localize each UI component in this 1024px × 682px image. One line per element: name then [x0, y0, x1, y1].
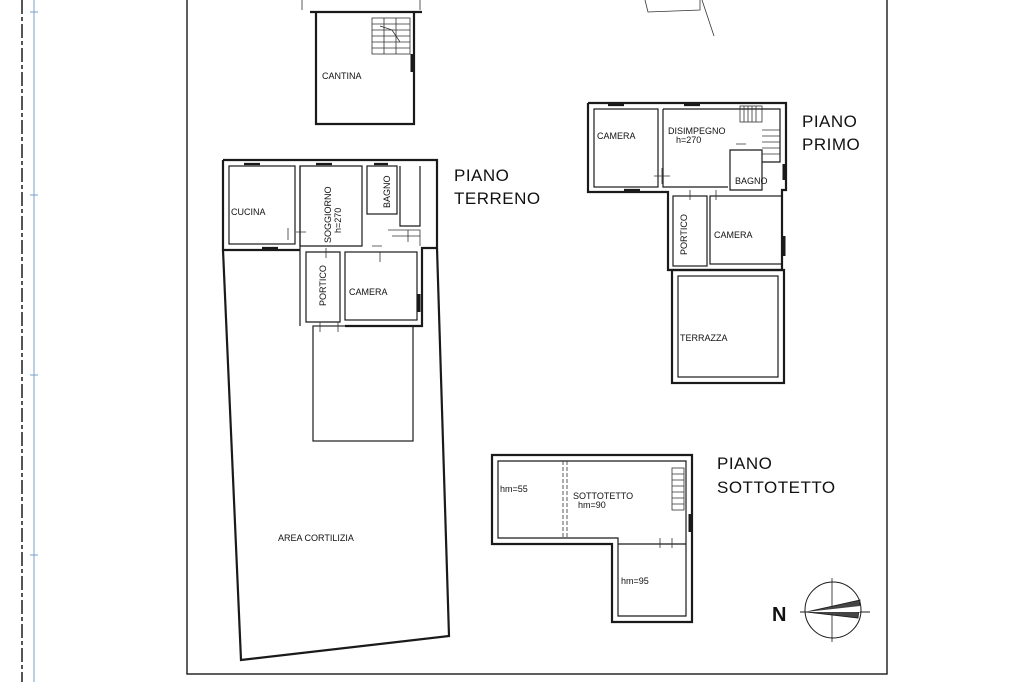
room-label-disimpegno: DISIMPEGNO	[668, 126, 726, 136]
room-label-sottotetto: SOTTOTETTO	[573, 491, 633, 501]
room-label-camera-primo-1: CAMERA	[597, 131, 636, 141]
floor-title-primo-line2: PRIMO	[802, 135, 860, 154]
room-label-camera-primo-2: CAMERA	[714, 230, 753, 240]
piano-terreno-plan: CUCINA SOGGIORNO h=270 BAGNO PORTICO CAM…	[221, 158, 451, 662]
room-label-bagno-terreno: BAGNO	[382, 175, 392, 208]
room-label-hm95: hm=95	[621, 576, 649, 586]
room-label-cantina: CANTINA	[322, 71, 362, 81]
room-label-area-cortilizia: AREA CORTILIZIA	[278, 533, 354, 543]
piano-primo-plan: CAMERA DISIMPEGNO h=270 BAGNO PORTICO CA…	[586, 101, 788, 385]
room-label-sottotetto-height: hm=90	[578, 500, 606, 510]
north-compass	[800, 578, 870, 642]
room-label-disimpegno-height: h=270	[676, 135, 701, 145]
cantina-plan: CANTINA	[301, 0, 422, 126]
floor-title-primo-line1: PIANO	[802, 112, 857, 131]
room-label-camera-terreno: CAMERA	[349, 287, 388, 297]
compass-north-label: N	[772, 604, 786, 626]
sheet-frame	[186, 0, 888, 675]
room-label-soggiorno: SOGGIORNO	[323, 186, 333, 243]
room-label-cucina: CUCINA	[231, 207, 266, 217]
room-label-portico-primo: PORTICO	[679, 214, 689, 255]
floor-title-terreno-line1: PIANO	[454, 166, 509, 185]
room-label-bagno-primo: BAGNO	[735, 176, 768, 186]
floor-title-sottotetto-line1: PIANO	[717, 454, 772, 473]
room-label-soggiorno-height: h=270	[333, 208, 343, 233]
room-label-hm55: hm=55	[500, 484, 528, 494]
floor-title-terreno-line2: TERRENO	[454, 189, 541, 208]
partial-wall-top	[644, 0, 715, 37]
room-label-terrazza: TERRAZZA	[680, 333, 728, 343]
room-label-portico-terreno: PORTICO	[318, 265, 328, 306]
page-binding-edge	[21, 0, 38, 682]
piano-sottotetto-plan: hm=55 SOTTOTETTO hm=90 hm=95	[490, 453, 694, 624]
floor-title-sottotetto-line2: SOTTOTETTO	[717, 478, 836, 497]
